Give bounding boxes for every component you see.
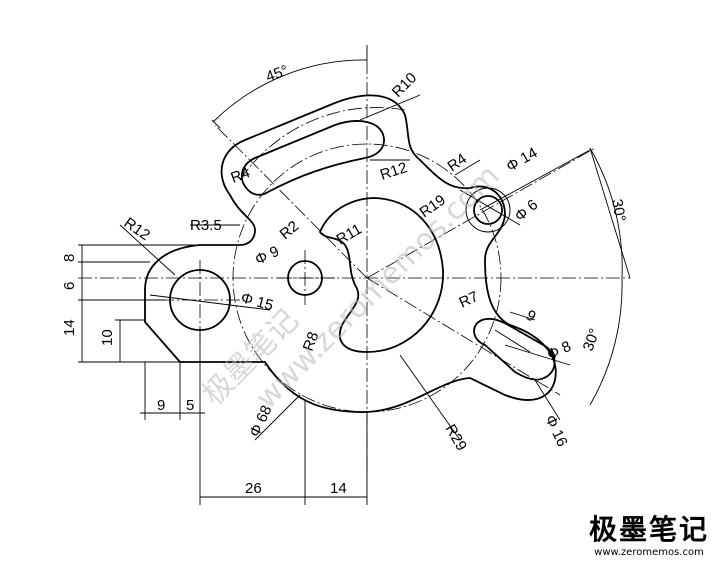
dim-h9: 9 <box>157 397 165 414</box>
dim-angle-30-top: 30° <box>608 198 629 223</box>
dim-angle-45: 45° <box>264 62 291 86</box>
dim-r12-top: R12 <box>378 159 409 184</box>
dim-d16: Φ 16 <box>541 413 570 450</box>
dim-angle-30-bottom: 30° <box>580 326 604 353</box>
brand-title: 极墨笔记 <box>588 513 709 546</box>
dim-h26: 26 <box>245 480 262 497</box>
dim-r10: R10 <box>389 69 420 100</box>
dim-r2: R2 <box>277 218 303 243</box>
dim-v8: 8 <box>61 254 78 262</box>
dim-r4-right: R4 <box>445 150 470 175</box>
brand-url: www.zeromemos.com <box>594 547 704 558</box>
dim-d15: Φ 15 <box>239 289 275 314</box>
dim-d8: Φ 8 <box>545 338 574 364</box>
watermark-line2: www.zeromemos.com <box>249 158 506 415</box>
dim-v10: 10 <box>99 329 116 346</box>
dim-r7: R7 <box>457 288 482 312</box>
arc-slot <box>240 120 385 196</box>
dim-v6: 6 <box>61 282 78 290</box>
dim-r3-5: R3.5 <box>190 217 222 234</box>
dim-r4-left: R4 <box>229 164 253 187</box>
dim-9-right: 9 <box>523 307 539 326</box>
inner-cam <box>318 197 444 353</box>
dim-v14: 14 <box>61 319 78 336</box>
dimension-lines <box>78 45 631 505</box>
dim-h5: 5 <box>186 397 194 414</box>
dim-r29: R29 <box>442 422 470 454</box>
dim-d6: Φ 6 <box>512 196 542 225</box>
outer-profile <box>144 94 557 413</box>
dim-r12-left: R12 <box>121 214 153 244</box>
dim-d9: Φ 9 <box>253 243 282 269</box>
dim-r8: R8 <box>300 330 323 354</box>
brand-logo: 极墨笔记 www.zeromemos.com <box>585 514 713 560</box>
dim-h14: 14 <box>330 480 347 497</box>
slot-right <box>473 317 556 381</box>
dim-r11: R11 <box>334 221 365 249</box>
dim-d14: Φ 14 <box>504 144 541 175</box>
